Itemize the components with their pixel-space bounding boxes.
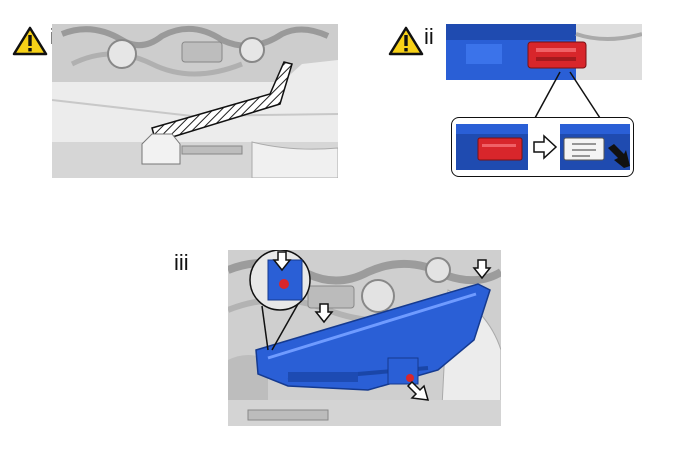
step-2-zoom-box bbox=[451, 117, 634, 177]
step-1-illustration bbox=[52, 24, 338, 178]
warning-icon-step-2 bbox=[388, 26, 424, 56]
step-3-label: iii bbox=[174, 250, 189, 275]
step-2-label: ii bbox=[424, 24, 434, 49]
hollow-arrow-icon bbox=[406, 380, 430, 401]
headlamp-assembly bbox=[255, 283, 491, 391]
bolt-zoom-inset bbox=[249, 250, 311, 351]
red-connector bbox=[527, 41, 587, 69]
step-2-illustration bbox=[446, 24, 642, 80]
warning-icon-step-1 bbox=[12, 26, 48, 56]
black-arrow-icon bbox=[608, 144, 630, 168]
step-3-illustration bbox=[228, 250, 501, 426]
hollow-arrow-icon bbox=[533, 134, 558, 160]
hollow-arrow-icon bbox=[272, 251, 492, 324]
